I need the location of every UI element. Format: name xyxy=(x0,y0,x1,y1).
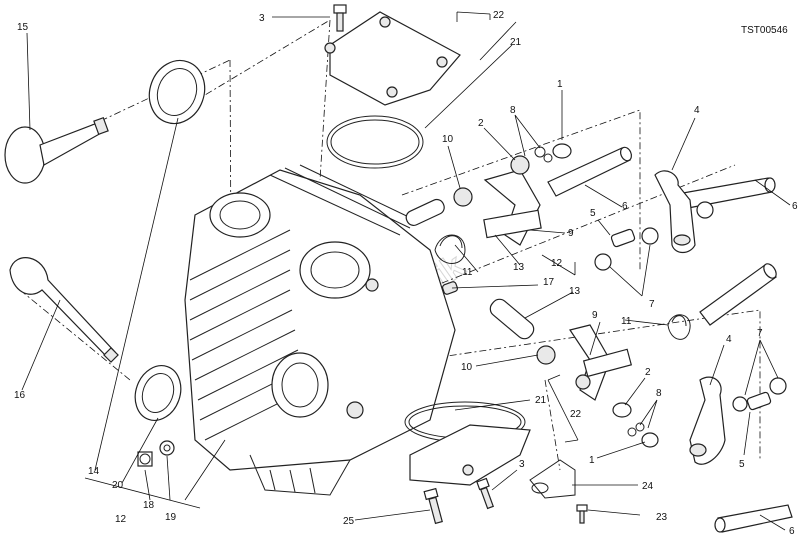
callout-19: 19 xyxy=(165,512,177,523)
callout-7a: 7 xyxy=(649,299,655,310)
callout-14: 14 xyxy=(88,466,100,477)
collet-10-upper xyxy=(453,187,473,207)
shim-13-lower xyxy=(489,298,535,340)
lower-cover-screw-3 xyxy=(476,477,495,510)
callout-21a: 21 xyxy=(510,37,522,48)
callout-24: 24 xyxy=(642,481,654,492)
wire-clip-24 xyxy=(529,459,576,499)
lower-valve-cover xyxy=(409,424,531,486)
callout-16: 16 xyxy=(14,390,26,401)
upper-cover-screw xyxy=(333,4,347,32)
valve-spring-11-lower xyxy=(667,314,691,340)
callout-25: 25 xyxy=(343,516,355,527)
callout-11a: 11 xyxy=(462,267,473,278)
rocker-arm-upper xyxy=(654,170,696,254)
washers-7-upper xyxy=(594,201,714,271)
callout-5a: 5 xyxy=(590,208,596,219)
rocker-shaft-lower-right xyxy=(699,263,777,326)
callout-22b: 22 xyxy=(570,409,582,420)
valve-spring-11-upper xyxy=(434,234,466,264)
rocker-shaft-bottom xyxy=(714,504,793,533)
callout-17: 17 xyxy=(543,277,555,288)
upper-valve-cover xyxy=(324,11,461,106)
rocker-shaft-upper-left xyxy=(547,146,633,197)
callout-9a: 9 xyxy=(568,228,574,239)
shim-8-lower xyxy=(627,422,645,437)
callout-10a: 10 xyxy=(442,134,454,145)
clip-5-upper xyxy=(610,228,636,248)
callout-2b: 2 xyxy=(645,367,651,378)
callout-labels: 1 1 2 2 3 3 4 4 5 5 6 6 6 7 7 8 8 9 9 10… xyxy=(14,10,798,537)
screw-23 xyxy=(576,504,588,524)
callout-7b: 7 xyxy=(757,328,763,339)
callout-2a: 2 xyxy=(478,118,484,129)
plug-18 xyxy=(137,451,153,467)
washers-7-lower xyxy=(732,377,787,412)
callout-12a: 12 xyxy=(551,258,563,269)
valve-seat-ring-upper xyxy=(148,59,206,125)
callout-18: 18 xyxy=(143,500,155,511)
valve-upper xyxy=(4,116,109,184)
callout-4b: 4 xyxy=(726,334,732,345)
callout-12b: 12 xyxy=(115,514,127,525)
bushing-1-lower xyxy=(641,432,659,448)
pin-17 xyxy=(441,281,459,295)
callout-1a: 1 xyxy=(557,79,563,90)
rocker-arm-opener-lower xyxy=(569,324,633,401)
callout-1b: 1 xyxy=(589,455,595,466)
callout-6c: 6 xyxy=(789,526,795,537)
rocker-shaft-upper-right xyxy=(682,177,776,209)
callout-21b: 21 xyxy=(535,395,547,406)
upper-o-ring xyxy=(326,115,424,169)
shim-9-lower xyxy=(612,402,632,418)
callout-20: 20 xyxy=(112,480,124,491)
callout-6a: 6 xyxy=(622,201,628,212)
callout-11b: 11 xyxy=(621,316,632,327)
callout-13a: 13 xyxy=(513,262,525,273)
valve-seat-ring-lower xyxy=(134,365,182,421)
shim-8-upper xyxy=(534,146,553,163)
callout-8a: 8 xyxy=(510,105,516,116)
callout-5b: 5 xyxy=(739,459,745,470)
callout-23: 23 xyxy=(656,512,668,523)
callout-13b: 13 xyxy=(569,286,581,297)
rocker-arm-lower xyxy=(689,376,726,465)
callout-3b: 3 xyxy=(519,459,525,470)
callout-8b: 8 xyxy=(656,388,662,399)
clip-5-lower xyxy=(746,391,772,411)
leader-lines xyxy=(21,11,791,531)
lower-cover-screw-25 xyxy=(423,487,443,525)
callout-22a: 22 xyxy=(493,10,505,21)
callout-10b: 10 xyxy=(461,362,473,373)
drawing-code: TST00546 xyxy=(741,25,788,36)
callout-15: 15 xyxy=(17,22,29,33)
shim-13-upper xyxy=(405,198,445,227)
callout-3a: 3 xyxy=(259,13,265,24)
collet-10-lower xyxy=(536,345,556,365)
callout-6b: 6 xyxy=(792,201,798,212)
washer-19 xyxy=(159,440,175,456)
rocker-arm-opener-upper xyxy=(483,155,542,246)
callout-9b: 9 xyxy=(592,310,598,321)
cylinder-head-body xyxy=(184,164,456,496)
bushing-1-upper xyxy=(552,143,572,159)
valve-lower xyxy=(9,257,119,363)
callout-4a: 4 xyxy=(694,105,700,116)
